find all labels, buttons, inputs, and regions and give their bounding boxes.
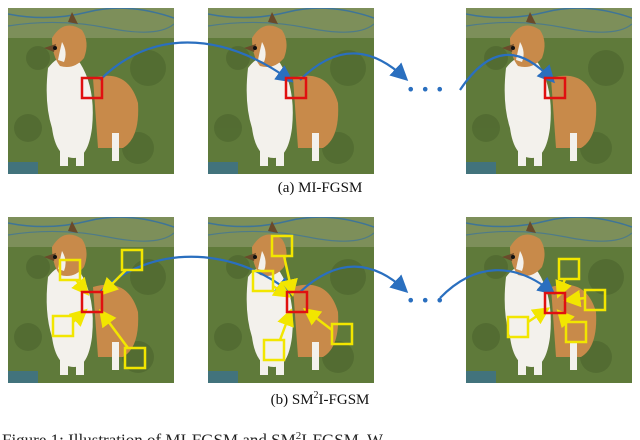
flow-arrow-a2 [299, 52, 409, 82]
dog-image-a1 [8, 8, 174, 174]
gradient-box-a2 [284, 76, 308, 100]
neighbor-box [330, 322, 354, 346]
neighbor-box [564, 320, 588, 344]
gradient-box-b3 [543, 291, 567, 315]
gradient-box-b2 [285, 290, 309, 314]
neighbor-box [123, 346, 147, 370]
neighbor-box [270, 234, 294, 258]
neighbor-box [557, 257, 581, 281]
gradient-box-a3 [543, 76, 567, 100]
flow-arrow-b1 [99, 255, 294, 295]
dog-photo-icon [8, 8, 174, 174]
flow-arrow-b2 [299, 265, 409, 294]
dog-image-b1 [8, 217, 174, 383]
dog-image-a2 [208, 8, 374, 174]
ellipsis-b: • • • [406, 291, 444, 310]
neighborhood-b1 [51, 248, 147, 370]
neighbor-box [58, 258, 82, 282]
caption-b: (b) SM2I-FGSM [270, 390, 370, 408]
neighbor-box [51, 314, 75, 338]
gradient-box-b1 [80, 290, 104, 314]
neighbor-box [583, 288, 607, 312]
neighbor-box [506, 315, 530, 339]
neighbor-box [262, 338, 286, 362]
neighborhood-b2 [251, 234, 354, 362]
caption-a: (a) MI-FGSM [277, 180, 363, 196]
dog-photo-icon [8, 217, 174, 383]
gradient-box-a1 [80, 76, 104, 100]
flow-arrow-a1 [99, 41, 294, 83]
ellipsis-a: • • • [406, 80, 444, 99]
neighbor-box [120, 248, 144, 272]
flow-arrow-a3 [459, 53, 555, 91]
figure-footer-caption: Figure 1: Illustration of MI-FGSM and SM… [2, 430, 383, 440]
dog-photo-icon [208, 8, 374, 174]
dog-photo-icon [466, 8, 632, 174]
flow-arrow-b3 [439, 269, 556, 299]
neighborhood-b3 [506, 257, 607, 344]
dog-image-a3 [466, 8, 632, 174]
